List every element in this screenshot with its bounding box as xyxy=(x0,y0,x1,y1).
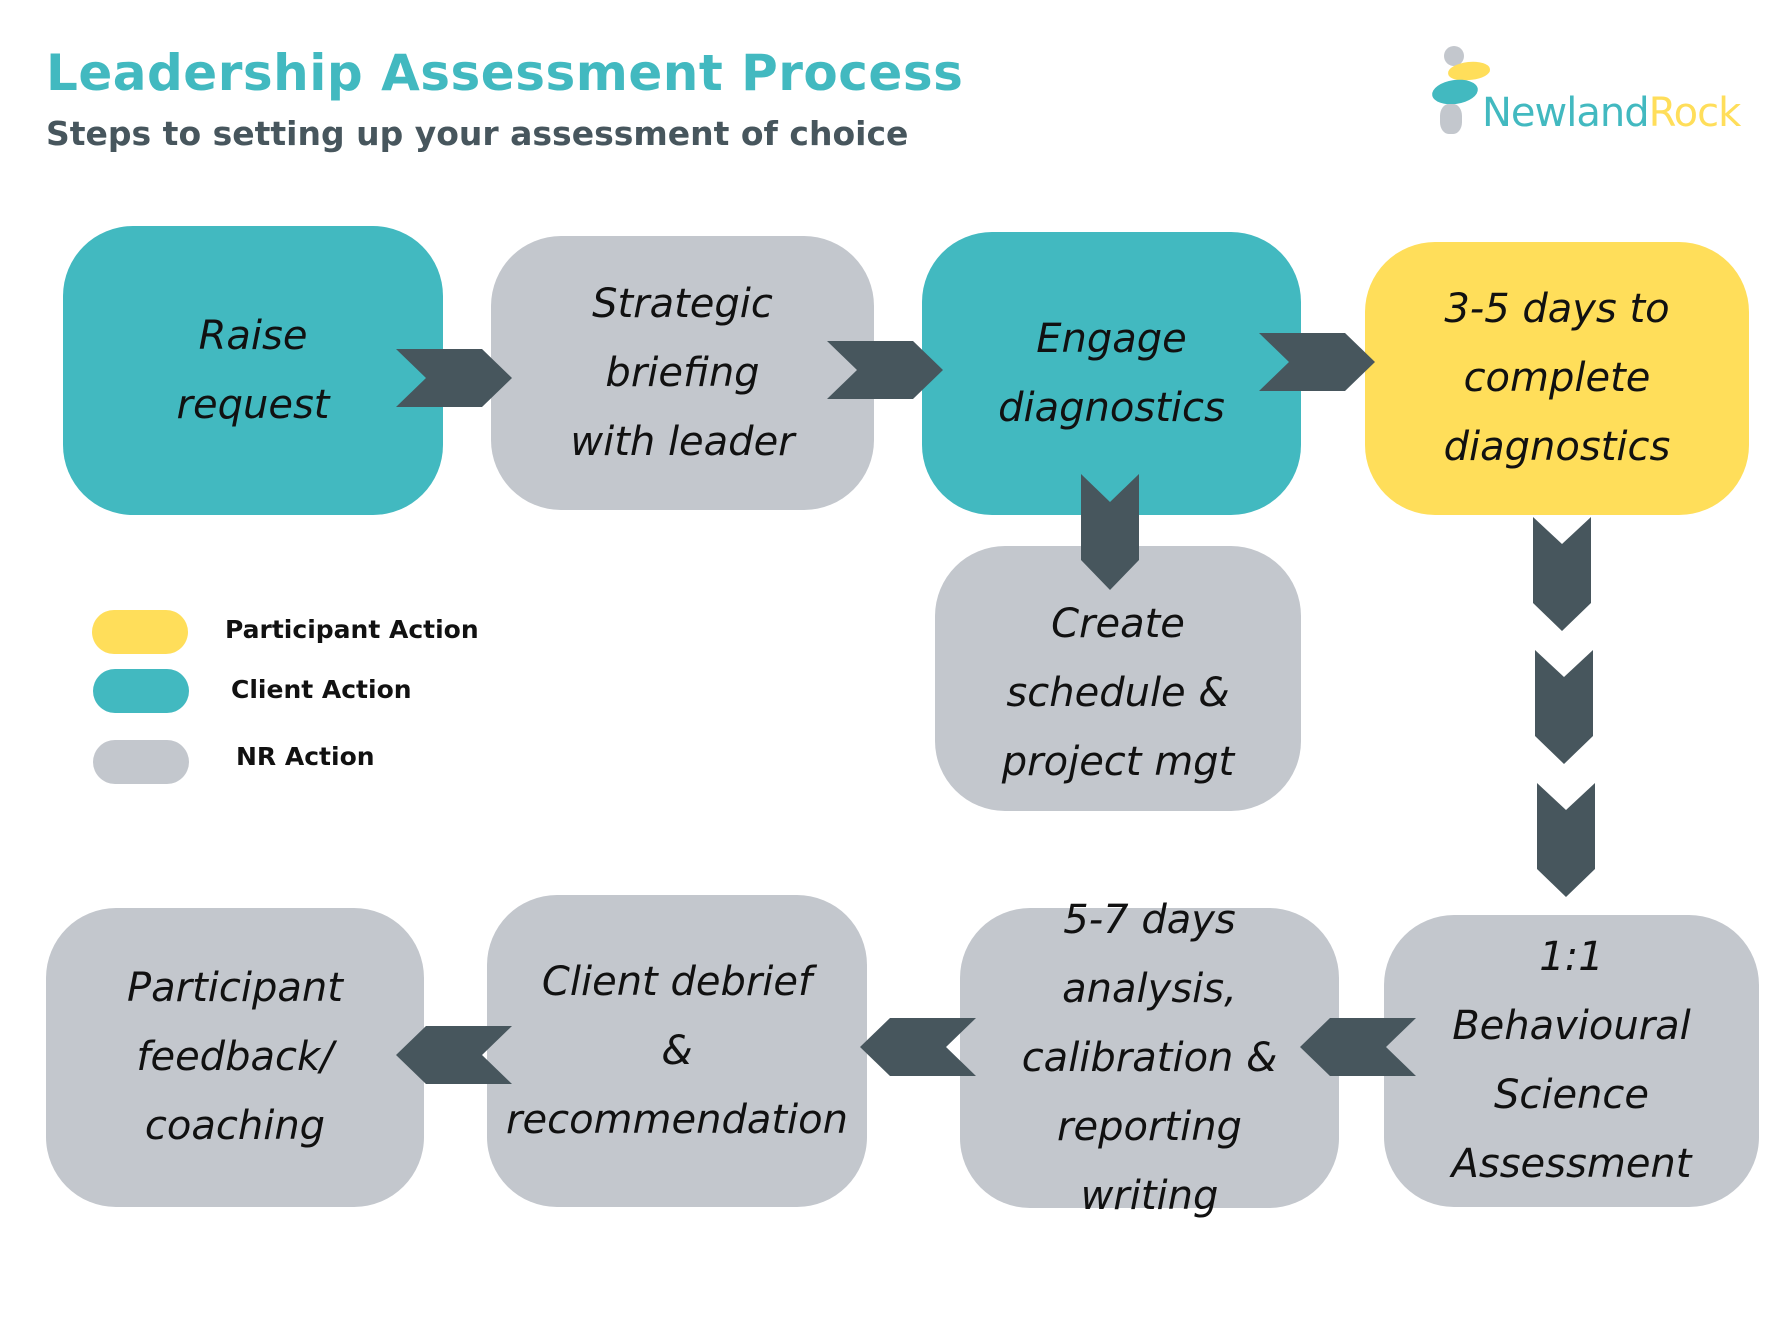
step-label: Strategic briefing with leader xyxy=(570,280,795,465)
page-subtitle: Steps to setting up your assessment of c… xyxy=(46,114,909,153)
newlandrock-logo: NewlandRock xyxy=(1420,40,1760,150)
legend-swatch-client xyxy=(93,669,189,713)
step-label: 5-7 days analysis, calibration & reporti… xyxy=(1021,896,1278,1219)
step-complete-diagnostics: 3-5 days to complete diagnostics xyxy=(1365,242,1749,515)
step-label: 1:1 Behavioural Science Assessment xyxy=(1451,934,1692,1187)
chevron-left-icon xyxy=(1300,1018,1416,1076)
chevron-right-icon xyxy=(1259,333,1375,391)
logo-rock-grey-top-icon xyxy=(1444,46,1464,66)
chevron-down-icon xyxy=(1533,517,1591,631)
step-label: 3-5 days to complete diagnostics xyxy=(1443,286,1671,470)
legend-swatch-nr xyxy=(93,740,189,784)
step-participant-feedback: Participant feedback/ coaching xyxy=(46,908,424,1207)
step-strategic-briefing: Strategic briefing with leader xyxy=(491,236,874,510)
page-title: Leadership Assessment Process xyxy=(46,44,964,102)
legend-label-client: Client Action xyxy=(231,675,412,704)
step-label: Create schedule & project mgt xyxy=(1001,601,1235,785)
logo-text-rock: Rock xyxy=(1648,90,1742,136)
chevron-right-icon xyxy=(396,349,512,407)
legend-label-nr: NR Action xyxy=(236,742,375,771)
logo-wordmark: NewlandRock xyxy=(1482,90,1742,136)
step-client-debrief: Client debrief & recommendation xyxy=(487,895,867,1207)
chevron-down-icon xyxy=(1537,783,1595,897)
legend-label-participant: Participant Action xyxy=(225,615,479,644)
chevron-left-icon xyxy=(396,1026,512,1084)
chevron-down-icon xyxy=(1535,650,1593,764)
step-label: Engage diagnostics xyxy=(998,315,1225,431)
chevron-right-icon xyxy=(827,341,943,399)
logo-rock-teal-icon xyxy=(1430,76,1480,108)
step-behavioural-assessment: 1:1 Behavioural Science Assessment xyxy=(1384,915,1759,1207)
step-raise-request: Raise request xyxy=(63,226,443,515)
chevron-down-icon xyxy=(1081,474,1139,590)
step-label: Raise request xyxy=(176,312,330,428)
step-engage-diagnostics: Engage diagnostics xyxy=(922,232,1301,515)
legend-swatch-participant xyxy=(92,610,188,654)
step-label: Participant feedback/ coaching xyxy=(127,965,343,1149)
chevron-left-icon xyxy=(860,1018,976,1076)
logo-text-newland: Newland xyxy=(1482,90,1650,136)
logo-rock-grey-bottom-icon xyxy=(1440,104,1462,134)
step-create-schedule: Create schedule & project mgt xyxy=(935,546,1301,811)
step-analysis-reporting: 5-7 days analysis, calibration & reporti… xyxy=(960,897,1339,1219)
step-label: Client debrief & recommendation xyxy=(506,958,848,1143)
